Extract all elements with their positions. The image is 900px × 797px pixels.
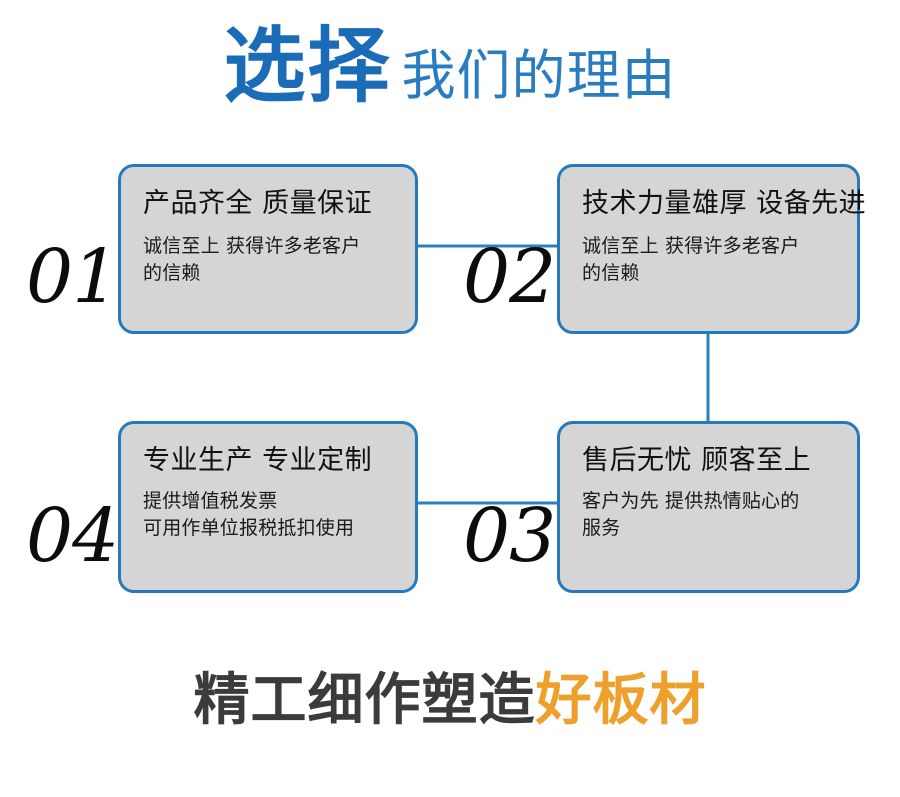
feature-card-body-line: 诚信至上 获得许多老客户 xyxy=(143,234,361,257)
feature-card-body: 诚信至上 获得许多老客户 的信赖 xyxy=(582,233,839,287)
feature-card-body: 提供增值税发票 可用作单位报税抵扣使用 xyxy=(143,488,397,542)
card-index-03: 03 xyxy=(463,493,556,579)
feature-card-04[interactable]: 专业生产 专业定制 提供增值税发票 可用作单位报税抵扣使用 xyxy=(118,421,418,593)
feature-card-body-line: 的信赖 xyxy=(143,261,201,284)
page-title-emphasis: 选择 xyxy=(223,19,392,114)
feature-card-body-line: 可用作单位报税抵扣使用 xyxy=(143,516,355,539)
feature-card-02[interactable]: 技术力量雄厚 设备先进 诚信至上 获得许多老客户 的信赖 xyxy=(557,164,867,334)
feature-card-body-line: 诚信至上 获得许多老客户 xyxy=(582,234,800,257)
feature-card-body: 诚信至上 获得许多老客户 的信赖 xyxy=(143,233,397,287)
footer-slogan-accent: 好板材 xyxy=(535,668,707,733)
feature-card-title: 技术力量雄厚 设备先进 xyxy=(582,188,867,219)
feature-card-body-line: 的信赖 xyxy=(582,261,640,284)
card-index-02: 02 xyxy=(463,234,556,320)
page-title-subtext: 我们的理由 xyxy=(401,44,677,107)
feature-card-03[interactable]: 售后无忧 顾客至上 客户为先 提供热情贴心的 服务 xyxy=(557,421,860,593)
feature-card-body-line: 提供增值税发票 xyxy=(143,489,278,512)
page-title: 选择我们的理由 xyxy=(0,26,900,108)
feature-card-body-line: 服务 xyxy=(582,516,621,539)
feature-card-title: 专业生产 专业定制 xyxy=(143,445,373,476)
card-index-04: 04 xyxy=(26,493,119,579)
feature-card-body: 客户为先 提供热情贴心的 服务 xyxy=(582,488,839,542)
feature-card-title: 售后无忧 顾客至上 xyxy=(582,445,812,476)
card-index-01: 01 xyxy=(26,234,119,320)
feature-card-body-line: 客户为先 提供热情贴心的 xyxy=(582,489,800,512)
footer-slogan-primary: 精工细作塑造 xyxy=(193,668,536,733)
feature-card-01[interactable]: 产品齐全 质量保证 诚信至上 获得许多老客户 的信赖 xyxy=(118,164,418,334)
footer-slogan: 精工细作塑造好板材 xyxy=(0,673,900,729)
feature-card-title: 产品齐全 质量保证 xyxy=(143,188,373,219)
